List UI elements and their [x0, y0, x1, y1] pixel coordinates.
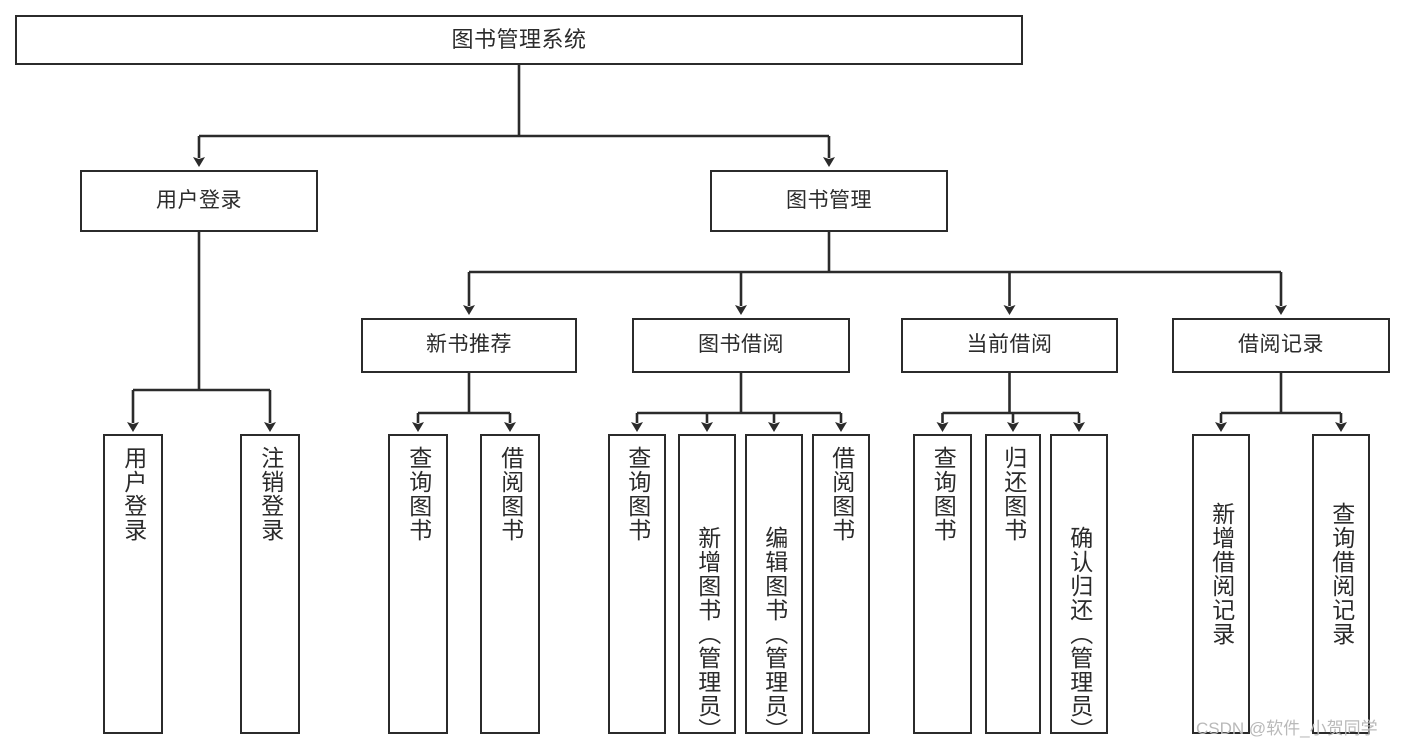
leaf-query-book-3[interactable]: 查询图书: [913, 434, 972, 734]
node-borrow-record[interactable]: 借阅记录: [1172, 318, 1390, 373]
leaf-add-borrow-record[interactable]: 新增借阅记录: [1192, 434, 1250, 734]
node-label: 借阅记录: [1238, 333, 1324, 357]
node-new-book-recommend[interactable]: 新书推荐: [361, 318, 577, 373]
node-root[interactable]: 图书管理系统: [15, 15, 1023, 65]
node-label: 借阅图书: [828, 446, 855, 542]
node-label: 借阅图书: [497, 446, 524, 542]
leaf-query-book-1[interactable]: 查询图书: [388, 434, 448, 734]
node-label: 用户登录: [156, 188, 242, 212]
node-label: 查询图书: [405, 446, 432, 542]
node-current-borrow[interactable]: 当前借阅: [901, 318, 1118, 373]
node-label: 注销登录: [257, 446, 284, 542]
node-label: 新书推荐: [426, 333, 512, 357]
leaf-return-book[interactable]: 归还图书: [985, 434, 1041, 734]
leaf-query-book-2[interactable]: 查询图书: [608, 434, 666, 734]
leaf-borrow-book-2[interactable]: 借阅图书: [812, 434, 870, 734]
leaf-query-borrow-record[interactable]: 查询借阅记录: [1312, 434, 1370, 734]
node-label: 新增图书（管理员）: [694, 526, 721, 742]
node-label: 查询图书: [624, 446, 651, 542]
leaf-add-book-admin[interactable]: 新增图书（管理员）: [678, 434, 736, 742]
node-label: 用户登录: [120, 446, 147, 542]
leaf-confirm-return-admin[interactable]: 确认归还（管理员）: [1050, 434, 1108, 742]
leaf-borrow-book-1[interactable]: 借阅图书: [480, 434, 540, 734]
node-book-manage[interactable]: 图书管理: [710, 170, 948, 232]
node-label: 当前借阅: [966, 333, 1053, 357]
leaf-user-login[interactable]: 用户登录: [103, 434, 163, 734]
node-book-borrow[interactable]: 图书借阅: [632, 318, 850, 373]
node-label: 图书借阅: [698, 333, 784, 357]
node-label: 确认归还（管理员）: [1066, 526, 1093, 742]
node-label: 图书管理系统: [451, 27, 587, 53]
node-label: 图书管理: [786, 188, 872, 212]
csdn-watermark: CSDN @软件_小贺同学: [1196, 719, 1378, 738]
node-label: 查询借阅记录: [1328, 502, 1355, 646]
leaf-logout[interactable]: 注销登录: [240, 434, 300, 734]
node-user-login[interactable]: 用户登录: [80, 170, 318, 232]
node-label: 新增借阅记录: [1208, 502, 1235, 646]
node-label: 归还图书: [1000, 446, 1027, 542]
node-label: 编辑图书（管理员）: [761, 526, 788, 742]
leaf-edit-book-admin[interactable]: 编辑图书（管理员）: [745, 434, 803, 742]
node-label: 查询图书: [930, 446, 957, 542]
